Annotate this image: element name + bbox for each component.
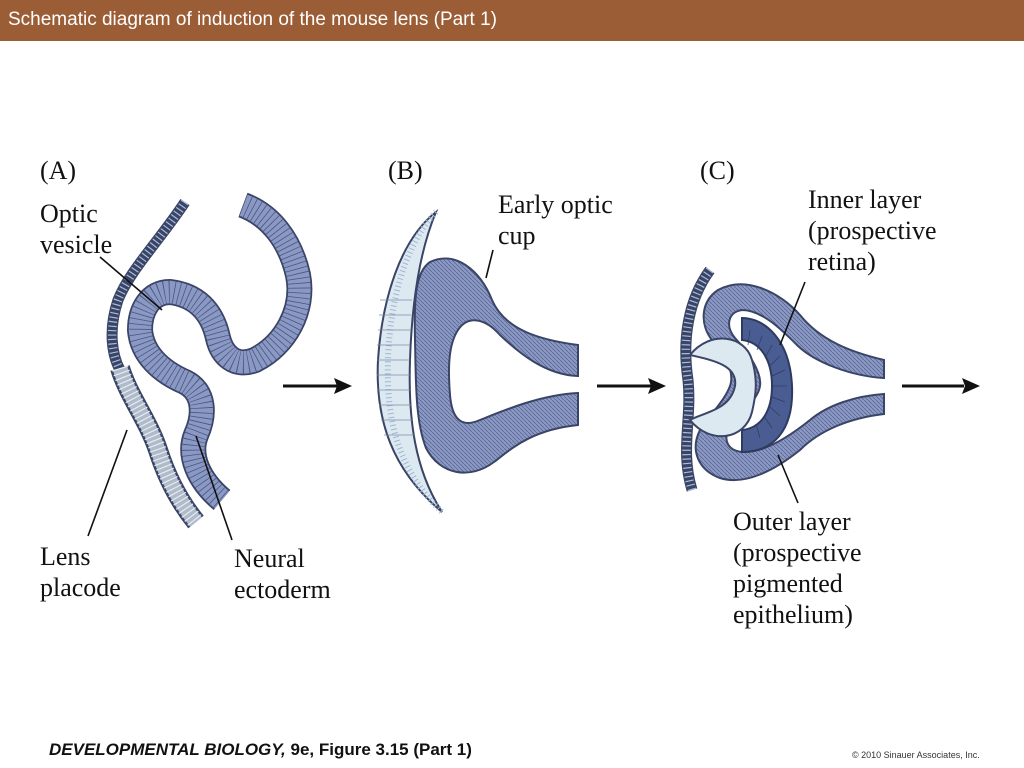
arrow-a-to-b [283, 378, 352, 394]
early-optic-cup-shape [413, 257, 579, 474]
lens-placode-b [376, 208, 443, 513]
lens-vesicle-c [688, 337, 757, 438]
inner-layer-shape [741, 316, 794, 454]
label-optic-vesicle: Optic vesicle [40, 199, 113, 259]
arrow-b-to-c [597, 378, 666, 394]
figure-number: 9e, Figure 3.15 (Part 1) [285, 740, 472, 759]
label-inner-layer: Inner layer (prospective retina) [808, 185, 937, 276]
label-early-optic-cup: Early optic cup [498, 190, 613, 250]
book-title: DEVELOPMENTAL BIOLOGY, [49, 740, 286, 759]
panel-c-letter: (C) [700, 156, 735, 185]
title-bar: Schematic diagram of induction of the mo… [0, 0, 1024, 41]
label-outer-layer: Outer layer (prospective pigmented epith… [733, 507, 862, 629]
panel-b-letter: (B) [388, 156, 423, 185]
label-neural-ectoderm: Neural ectoderm [234, 544, 331, 604]
label-lens-placode: Lens placode [40, 542, 121, 602]
slide-title: Schematic diagram of induction of the mo… [8, 9, 497, 30]
outer-layer-shape [694, 283, 885, 482]
copyright-notice: © 2010 Sinauer Associates, Inc. [852, 750, 980, 760]
panel-c [680, 266, 885, 504]
panel-a-letter: (A) [40, 156, 77, 185]
panel-b [376, 208, 579, 515]
arrow-c-to-next [902, 378, 980, 394]
panel-a [87, 192, 313, 541]
figure-caption: DEVELOPMENTAL BIOLOGY, 9e, Figure 3.15 (… [49, 740, 472, 760]
